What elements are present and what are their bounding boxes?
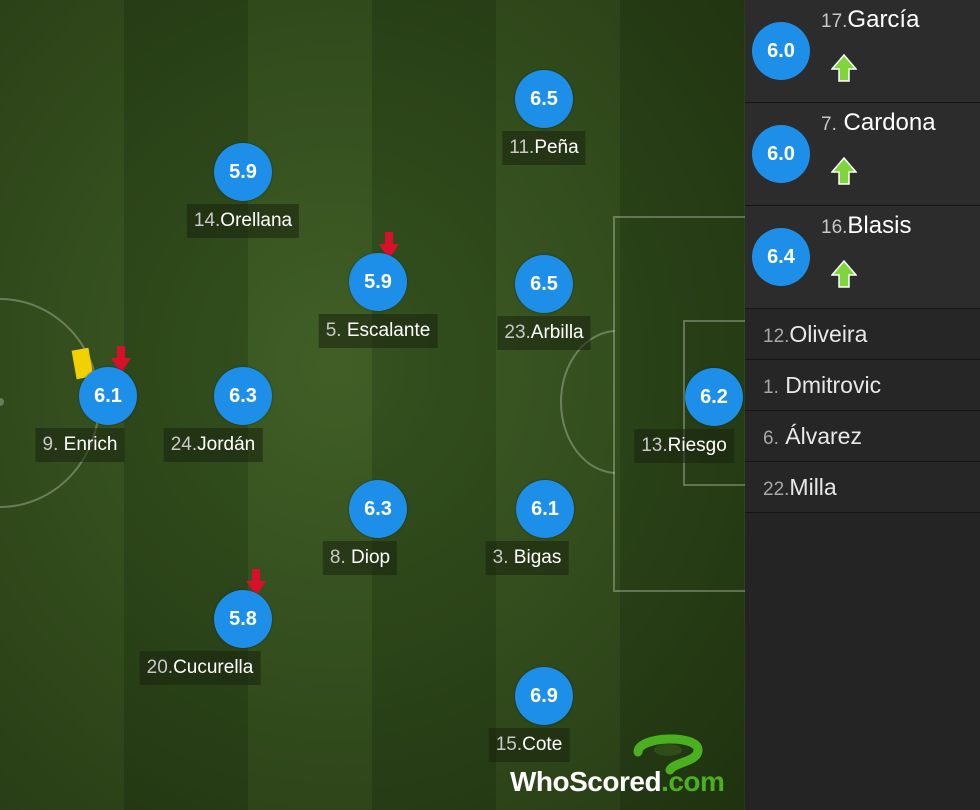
player-name: Peña	[534, 137, 579, 158]
player-name: García	[847, 6, 920, 33]
player-name: Milla	[789, 474, 837, 500]
rating-bubble: 6.2	[685, 368, 743, 426]
substitutes-panel: 6.0 17.García 6.0 7. Cardona 6.4 16.Blas…	[745, 0, 980, 810]
shirt-number: 15.	[495, 734, 523, 755]
player-name: Enrich	[63, 434, 118, 455]
player-name: Riesgo	[667, 435, 727, 456]
player-name-label: 9. Enrich	[35, 428, 125, 462]
shirt-number: 23.	[504, 322, 531, 343]
bench-row-dmitrovic[interactable]: 1. Dmitrovic	[745, 360, 980, 411]
player-name: Escalante	[346, 320, 431, 341]
player-name: Cote	[522, 734, 563, 755]
player-name: Álvarez	[785, 423, 862, 449]
rating-bubble: 5.9	[214, 143, 272, 201]
substitute-name: 7. Cardona	[821, 109, 936, 137]
shirt-number: 17.	[821, 11, 848, 32]
shirt-number: 14.	[193, 210, 221, 231]
shirt-number: 11.	[509, 137, 535, 158]
question-mark-logo-icon	[633, 734, 703, 775]
shirt-number: 7.	[821, 114, 837, 135]
rating-bubble: 5.9	[349, 253, 407, 311]
substitute-row-blasis[interactable]: 6.4 16.Blasis	[745, 206, 980, 309]
bench-row-oliveira[interactable]: 12.Oliveira	[745, 309, 980, 360]
substitute-name: 17.García	[821, 6, 919, 34]
shirt-number: 13.	[641, 435, 668, 456]
rating-bubble: 6.3	[349, 480, 407, 538]
rating-bubble: 6.0	[752, 22, 810, 80]
player-name: Jordán	[197, 434, 256, 455]
bench-player-name: 1. Dmitrovic	[763, 372, 881, 399]
rating-bubble: 6.1	[516, 480, 574, 538]
sub-on-arrow-icon	[831, 157, 857, 185]
player-name: Dmitrovic	[785, 372, 882, 398]
player-name: Bigas	[513, 547, 562, 568]
rating-bubble: 6.3	[214, 367, 272, 425]
sub-off-arrow-icon	[379, 232, 399, 259]
whoscored-logo: WhoScored.com	[510, 734, 740, 806]
center-spot	[0, 398, 4, 406]
shirt-number: 6.	[763, 428, 779, 449]
rating-bubble: 6.4	[752, 228, 810, 286]
bench-player-name: 6. Álvarez	[763, 423, 862, 450]
player-name-label: 15.Cote	[488, 728, 570, 762]
sub-off-arrow-icon	[111, 346, 131, 373]
goal-area	[683, 320, 745, 486]
bench-player-name: 12.Oliveira	[763, 321, 867, 348]
player-name: Cardona	[843, 109, 936, 136]
shirt-number: 1.	[763, 377, 779, 398]
player-name-label: 3. Bigas	[485, 541, 569, 575]
substitute-row-garcia[interactable]: 6.0 17.García	[745, 0, 980, 103]
sub-on-arrow-icon	[831, 54, 857, 82]
player-name: Diop	[351, 547, 391, 568]
player-name: Arbilla	[530, 322, 584, 343]
player-name-label: 11.Peña	[502, 131, 586, 165]
pitch: 5.9 14.Orellana 6.5 11.Peña 5.9 5. Escal…	[0, 0, 745, 810]
shirt-number: 3.	[492, 547, 509, 568]
rating-bubble: 6.1	[79, 367, 137, 425]
player-name: Orellana	[220, 210, 293, 231]
shirt-number: 9.	[42, 434, 59, 455]
logo-main-text: WhoScored	[510, 766, 662, 797]
rating-bubble: 6.5	[515, 70, 573, 128]
logo-text: WhoScored.com	[510, 766, 725, 798]
rating-bubble: 5.8	[214, 590, 272, 648]
bench-row-alvarez[interactable]: 6. Álvarez	[745, 411, 980, 462]
bench-row-milla[interactable]: 22.Milla	[745, 462, 980, 513]
shirt-number: 24.	[170, 434, 198, 455]
logo-suffix-text: .com	[661, 766, 725, 797]
rating-bubble: 6.9	[515, 667, 573, 725]
shirt-number: 8.	[329, 547, 346, 568]
substitute-name: 16.Blasis	[821, 212, 911, 240]
sub-off-arrow-icon	[246, 569, 266, 596]
player-name-label: 8. Diop	[322, 541, 398, 575]
player-name-label: 5. Escalante	[318, 314, 438, 348]
substitute-row-cardona[interactable]: 6.0 7. Cardona	[745, 103, 980, 206]
shirt-number: 12.	[763, 326, 790, 347]
rating-bubble: 6.5	[515, 255, 573, 313]
player-name: Oliveira	[789, 321, 868, 347]
shirt-number: 16.	[821, 217, 848, 238]
player-name: Cucurella	[173, 657, 254, 678]
sub-on-arrow-icon	[831, 260, 857, 288]
bench-player-name: 22.Milla	[763, 474, 837, 501]
player-name-label: 24.Jordán	[163, 428, 263, 462]
rating-bubble: 6.0	[752, 125, 810, 183]
player-name-label: 20.Cucurella	[139, 651, 261, 685]
shirt-number: 22.	[763, 479, 790, 500]
player-name: Blasis	[847, 212, 912, 239]
shirt-number: 5.	[325, 320, 342, 341]
shirt-number: 20.	[146, 657, 174, 678]
player-name-label: 23.Arbilla	[497, 316, 591, 350]
player-name-label: 13.Riesgo	[634, 429, 734, 463]
player-name-label: 14.Orellana	[186, 204, 300, 238]
